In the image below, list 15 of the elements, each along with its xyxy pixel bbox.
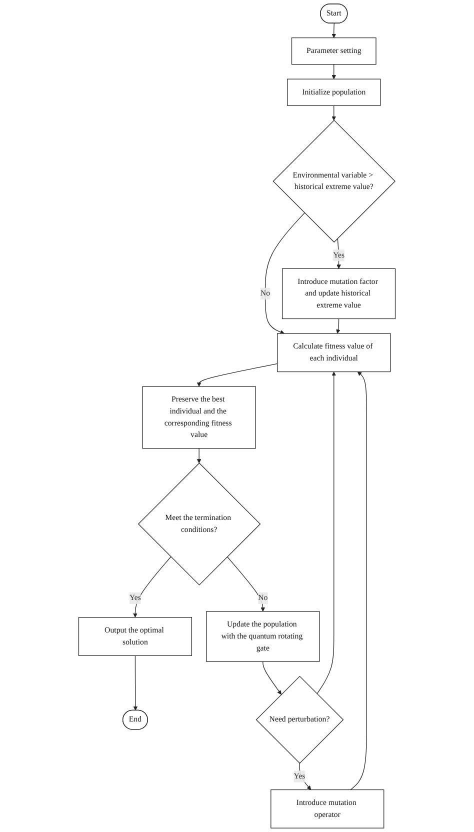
arrow — [332, 64, 336, 80]
arrow — [262, 661, 282, 695]
arrow — [336, 238, 341, 269]
arrow — [133, 655, 138, 711]
arrow — [316, 372, 336, 694]
arrow — [264, 212, 305, 334]
arrow — [332, 105, 336, 121]
arrow — [133, 556, 172, 618]
arrow — [332, 23, 336, 38]
arrow — [336, 318, 340, 334]
arrow — [196, 448, 202, 464]
arrow — [196, 363, 278, 387]
arrow — [226, 556, 266, 612]
arrow — [299, 762, 312, 790]
arrow — [350, 372, 367, 790]
